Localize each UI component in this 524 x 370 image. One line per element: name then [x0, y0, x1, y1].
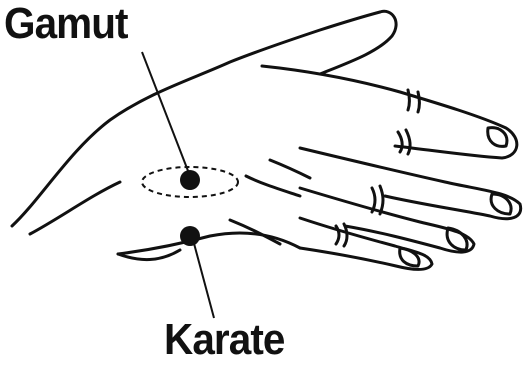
gamut-point: [180, 170, 200, 190]
karate-label: Karate: [164, 318, 284, 362]
karate-leader-line: [192, 236, 214, 318]
karate-point: [180, 226, 200, 246]
gamut-label: Gamut: [4, 2, 128, 46]
hand-outline: [12, 11, 521, 269]
gamut-leader-line: [142, 52, 190, 176]
